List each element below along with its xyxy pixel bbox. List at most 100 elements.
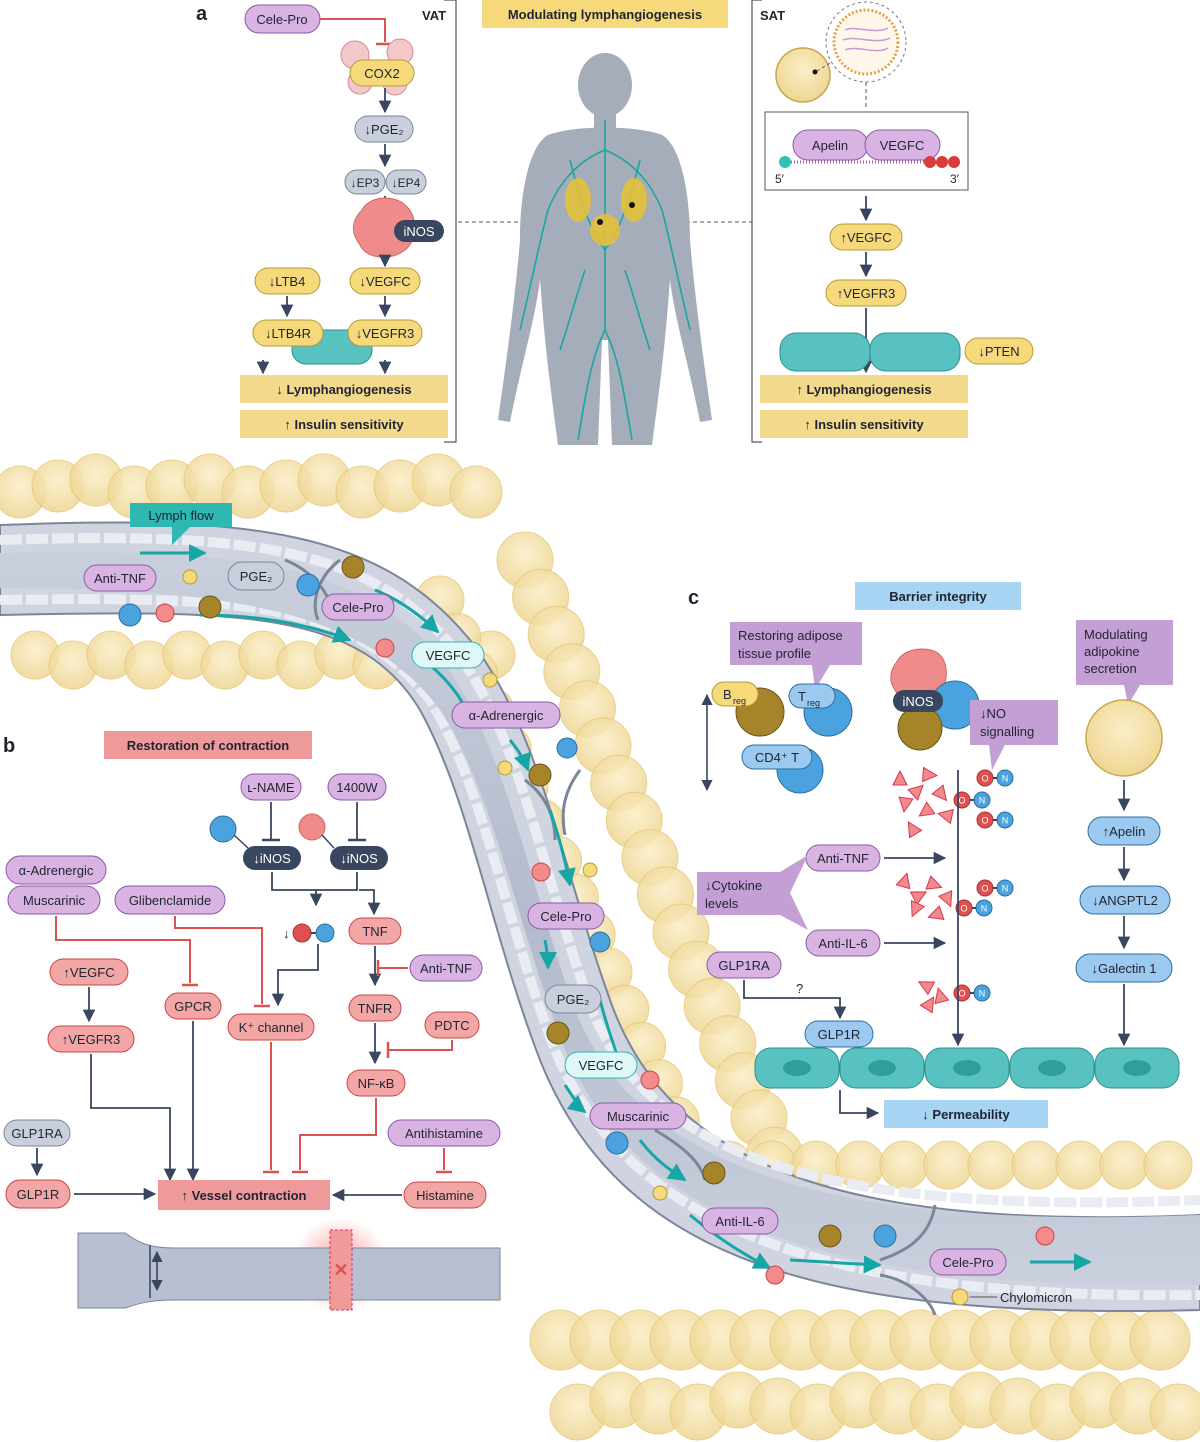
svg-text:Muscarinic: Muscarinic bbox=[607, 1109, 670, 1124]
alpha-adrenergic-pill bbox=[5, 855, 107, 885]
cytokine-fragment bbox=[918, 801, 936, 817]
svg-text:↑ Vessel contraction: ↑ Vessel contraction bbox=[182, 1188, 307, 1203]
inos-pill bbox=[893, 690, 943, 712]
svg-text:↓ Permeability: ↓ Permeability bbox=[922, 1107, 1010, 1122]
cytokine-fragment bbox=[925, 875, 943, 890]
svg-text:CD4⁺ T: CD4⁺ T bbox=[755, 750, 799, 765]
valve bbox=[561, 769, 582, 836]
svg-text:↑Apelin: ↑Apelin bbox=[1103, 824, 1146, 839]
flow-arrows bbox=[140, 544, 1092, 1274]
no-o-label: O bbox=[958, 989, 965, 999]
cytokine-fragment bbox=[898, 796, 914, 814]
no-n-label: N bbox=[979, 989, 986, 999]
ltb4-pill bbox=[254, 267, 321, 295]
alpha-adrenergic-pill bbox=[451, 701, 561, 729]
cytokine-fragment bbox=[937, 808, 954, 825]
svg-text:↑VEGFR3: ↑VEGFR3 bbox=[62, 1032, 121, 1047]
gpcr-pill bbox=[164, 992, 222, 1020]
pge2-pill bbox=[354, 115, 414, 143]
macrophage bbox=[298, 813, 326, 841]
svg-text:B: B bbox=[723, 687, 732, 702]
svg-text:Histamine: Histamine bbox=[416, 1188, 474, 1203]
cytokine-fragment bbox=[907, 821, 923, 839]
svg-text:↓VEGFR3: ↓VEGFR3 bbox=[356, 326, 415, 341]
glp1ra-pill bbox=[706, 951, 782, 979]
svg-text:iNOS: iNOS bbox=[403, 224, 434, 239]
pge2-pill bbox=[227, 561, 285, 591]
svg-text:iNOS: iNOS bbox=[902, 694, 933, 709]
vat-label: VAT bbox=[422, 8, 446, 23]
svg-text:T: T bbox=[798, 689, 806, 704]
adipocyte bbox=[1085, 699, 1163, 777]
svg-text:↓LTB4: ↓LTB4 bbox=[269, 274, 306, 289]
svg-text:TNFR: TNFR bbox=[358, 1001, 393, 1016]
svg-text:α-Adrenergic: α-Adrenergic bbox=[469, 708, 544, 723]
svg-text:Lymph flow: Lymph flow bbox=[148, 508, 214, 523]
panel-c-title-box bbox=[855, 582, 1021, 610]
cytokine-fragment bbox=[937, 890, 953, 908]
svg-text:↓iNOS: ↓iNOS bbox=[340, 851, 378, 866]
vessel-contraction-illustration: ✕ bbox=[77, 1217, 501, 1313]
pdtc-pill bbox=[424, 1011, 480, 1039]
no-n-label: N bbox=[979, 796, 986, 806]
sat-outcome-insulin bbox=[760, 410, 968, 438]
angptl2-pill bbox=[1079, 885, 1171, 915]
svg-text:↑ Insulin sensitivity: ↑ Insulin sensitivity bbox=[284, 417, 404, 432]
vessel-contents: Lymph flow Anti-TNF PGE₂ Cele-Pro VEGFC … bbox=[83, 503, 1072, 1306]
ep3-pill bbox=[344, 169, 386, 195]
cytokine-fragment bbox=[892, 769, 908, 786]
svg-text:α-Adrenergic: α-Adrenergic bbox=[19, 863, 94, 878]
antihistamine-pill bbox=[387, 1119, 501, 1147]
no-o-label: O bbox=[981, 884, 988, 894]
lymphatic-endothelial-cell bbox=[779, 332, 871, 372]
svg-text:GPCR: GPCR bbox=[174, 999, 212, 1014]
svg-text:↓iNOS: ↓iNOS bbox=[253, 851, 291, 866]
vegfc-pill bbox=[49, 958, 129, 986]
svg-text:Glibenclamide: Glibenclamide bbox=[129, 893, 211, 908]
cytokine-fragment bbox=[917, 981, 936, 996]
anti-tnf-pill bbox=[409, 954, 483, 982]
cytokine-fragment bbox=[927, 905, 945, 920]
inhibition-line bbox=[320, 18, 386, 42]
no-n-label: N bbox=[1002, 884, 1009, 894]
cytokine-fragment bbox=[910, 899, 926, 918]
nfkb-pill bbox=[346, 1069, 406, 1097]
vat-outcome-insulin bbox=[240, 410, 448, 438]
pten-pill bbox=[964, 337, 1034, 365]
valve bbox=[524, 778, 557, 841]
svg-text:↓PTEN: ↓PTEN bbox=[978, 344, 1019, 359]
no-signalling-callout bbox=[970, 700, 1058, 770]
vegfr3-pill bbox=[347, 319, 423, 347]
svg-text:Cele-Pro: Cele-Pro bbox=[332, 600, 383, 615]
glp1r-pill bbox=[804, 1020, 874, 1048]
svg-text:GLP1R: GLP1R bbox=[818, 1027, 861, 1042]
svg-text:✕: ✕ bbox=[333, 1260, 348, 1280]
svg-text:↓: ↓ bbox=[283, 926, 290, 941]
inos-pill bbox=[394, 220, 444, 242]
no-o-label: O bbox=[981, 774, 988, 784]
ltb4r-pill bbox=[252, 319, 324, 347]
no-o-label: O bbox=[981, 816, 988, 826]
muscarinic-pill bbox=[589, 1102, 687, 1130]
svg-text:↓Cytokine: ↓Cytokine bbox=[705, 878, 762, 893]
valve bbox=[879, 1273, 937, 1316]
svg-text:↓ANGPTL2: ↓ANGPTL2 bbox=[1092, 893, 1158, 908]
svg-text:↓Galectin 1: ↓Galectin 1 bbox=[1091, 961, 1156, 976]
vat-bracket bbox=[444, 0, 457, 443]
svg-text:Antihistamine: Antihistamine bbox=[405, 1126, 483, 1141]
svg-text:Muscarinic: Muscarinic bbox=[23, 893, 86, 908]
svg-text:↓EP3: ↓EP3 bbox=[351, 176, 380, 190]
svg-text:Restoring adipose: Restoring adipose bbox=[738, 628, 843, 643]
chylomicron bbox=[951, 1288, 969, 1306]
restoring-callout bbox=[730, 622, 862, 690]
svg-text:↑VEGFC: ↑VEGFC bbox=[840, 230, 891, 245]
cytokine-fragment bbox=[909, 891, 928, 906]
cell bbox=[209, 815, 237, 843]
adipocyte bbox=[923, 1140, 973, 1190]
svg-text:ʟ-NAME: ʟ-NAME bbox=[247, 780, 294, 795]
svg-text:↓EP4: ↓EP4 bbox=[392, 176, 421, 190]
ep4-pill bbox=[385, 169, 427, 195]
svg-text:↑ Lymphangiogenesis: ↑ Lymphangiogenesis bbox=[796, 382, 931, 397]
cele-pro-pill bbox=[527, 902, 605, 930]
anti-il6-pill bbox=[701, 1207, 779, 1235]
